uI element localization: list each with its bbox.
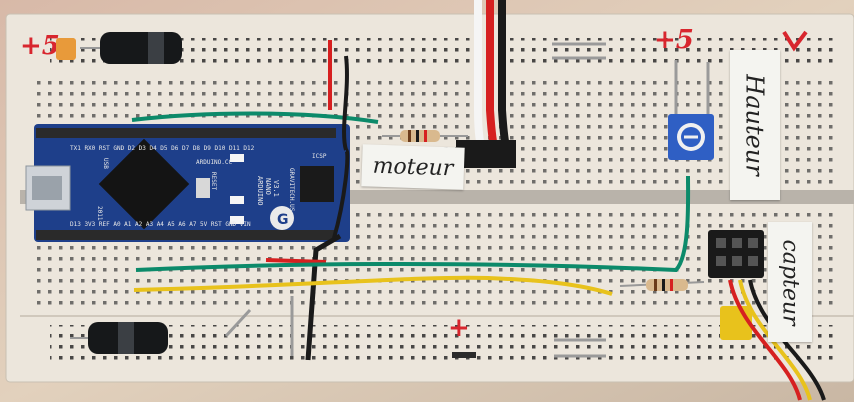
brand-label: ARDUINO: [256, 176, 264, 206]
arduino-nano-board: G TX1 RX0 RST GND D2 D3 D4 D5 D6 D7 D8 D…: [25, 124, 350, 242]
led: [230, 154, 244, 162]
hauteur-text: Hauteur: [741, 74, 770, 176]
green-wire-long: [135, 175, 691, 273]
top-pin-labels: TX1 RX0 RST GND D2 D3 D4 D5 D6 D7 D8 D9 …: [70, 145, 255, 152]
resistor-top: [382, 130, 468, 142]
moteur-text: moteur: [372, 153, 454, 181]
moteur-label: moteur: [361, 144, 465, 190]
electrolytic-capacitor-top: [80, 32, 182, 64]
green-wire-top: [131, 111, 379, 124]
maker-label: GRAVITECH.US: [288, 168, 295, 212]
icsp-label: ICSP: [312, 153, 327, 160]
minus-marker: [452, 352, 476, 358]
servo-cable: [456, 0, 516, 168]
yellow-wire-long: [133, 275, 613, 296]
version-label: V3.1: [272, 180, 280, 197]
svg-text:G: G: [277, 212, 289, 228]
plus-five-label-right: +5: [654, 25, 808, 55]
red-wire-sensor: [728, 279, 802, 401]
resistor-bottom: [619, 279, 705, 291]
led: [230, 196, 244, 204]
reset-label: RESET: [210, 172, 217, 190]
black-wire-nano: [332, 148, 350, 239]
potentiometer: [668, 114, 714, 160]
capteur-label: capteur: [768, 222, 812, 342]
plus-marker: +: [448, 313, 470, 343]
black-wire-ground: [305, 233, 342, 361]
icsp-header: [300, 166, 334, 202]
black-wire-sensor: [748, 279, 826, 401]
usb-label: USB: [102, 158, 109, 169]
website-label: ARDUINO.CC: [196, 159, 233, 166]
sensor-connector: [708, 230, 764, 278]
electrolytic-capacitor-bottom: [70, 322, 168, 354]
black-wire-top: [342, 55, 349, 151]
microcontroller-chip: [98, 138, 190, 230]
plus-five-label-left: +5: [20, 31, 76, 61]
capteur-text: capteur: [777, 238, 803, 326]
svg-text:+5: +5: [654, 25, 694, 55]
led: [230, 216, 244, 224]
reset-button: [196, 178, 210, 198]
svg-text:+5: +5: [20, 31, 60, 61]
model-label: NANO: [264, 178, 272, 195]
red-wire-nano: [265, 258, 327, 264]
hauteur-label: Hauteur: [730, 50, 780, 200]
year-label: 2011: [96, 206, 103, 221]
jumper-wire: [224, 308, 252, 338]
bottom-pin-labels: D13 3V3 REF A0 A1 A2 A3 A4 A5 A6 A7 5V R…: [70, 221, 251, 228]
yellow-wire-sensor: [738, 279, 812, 401]
